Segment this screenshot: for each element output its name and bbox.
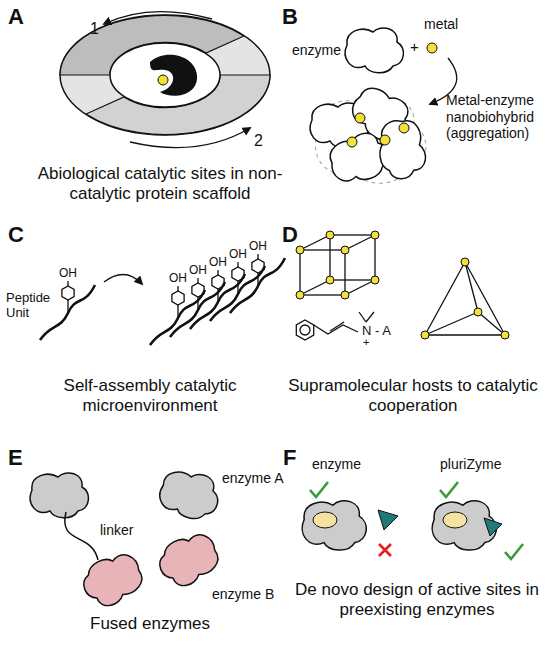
group-label: OH bbox=[59, 266, 77, 280]
panel-caption: Supramolecular hosts to catalytic cooper… bbox=[288, 376, 538, 416]
panel-letter: B bbox=[282, 4, 298, 30]
part-label: metal bbox=[424, 16, 458, 33]
peptide-assembly bbox=[40, 254, 285, 345]
part-label: enzyme A bbox=[222, 470, 283, 487]
panel-letter: A bbox=[8, 4, 24, 30]
group-label: OH bbox=[209, 255, 227, 269]
pluri-enzyme bbox=[302, 482, 523, 559]
callout-number: 1 bbox=[90, 20, 99, 39]
part-label: Metal-enzyme nanobiohybrid (aggregation) bbox=[446, 92, 546, 142]
group-label: OH bbox=[229, 247, 247, 261]
part-label: linker bbox=[100, 522, 133, 539]
part-label: enzyme bbox=[292, 42, 341, 59]
part-label: Peptide Unit bbox=[6, 290, 58, 321]
part-label: enzyme bbox=[312, 456, 361, 473]
callout-number: 2 bbox=[254, 132, 263, 151]
part-label: enzyme B bbox=[212, 586, 274, 603]
panel-letter: D bbox=[282, 222, 298, 248]
symbol-label: + bbox=[410, 38, 419, 56]
panel-caption: De novo design of active sites in preexi… bbox=[292, 580, 542, 620]
group-label: OH bbox=[169, 271, 187, 285]
part-label: pluriZyme bbox=[440, 456, 501, 473]
group-label: OH bbox=[249, 239, 267, 253]
protein-scaffold bbox=[60, 12, 270, 148]
panel-letter: E bbox=[8, 445, 23, 471]
charge-label: + bbox=[363, 336, 369, 349]
panel-caption: Abiological catalytic sites in non-catal… bbox=[25, 164, 295, 204]
group-label: OH bbox=[189, 263, 207, 277]
panel-letter: C bbox=[8, 222, 24, 248]
panel-caption: Fused enzymes bbox=[20, 614, 280, 634]
supramolecular-hosts bbox=[296, 231, 509, 340]
fused-enzymes bbox=[30, 468, 225, 613]
panel-letter: F bbox=[283, 445, 296, 471]
panel-caption: Self-assembly catalytic microenvironment bbox=[20, 376, 280, 416]
